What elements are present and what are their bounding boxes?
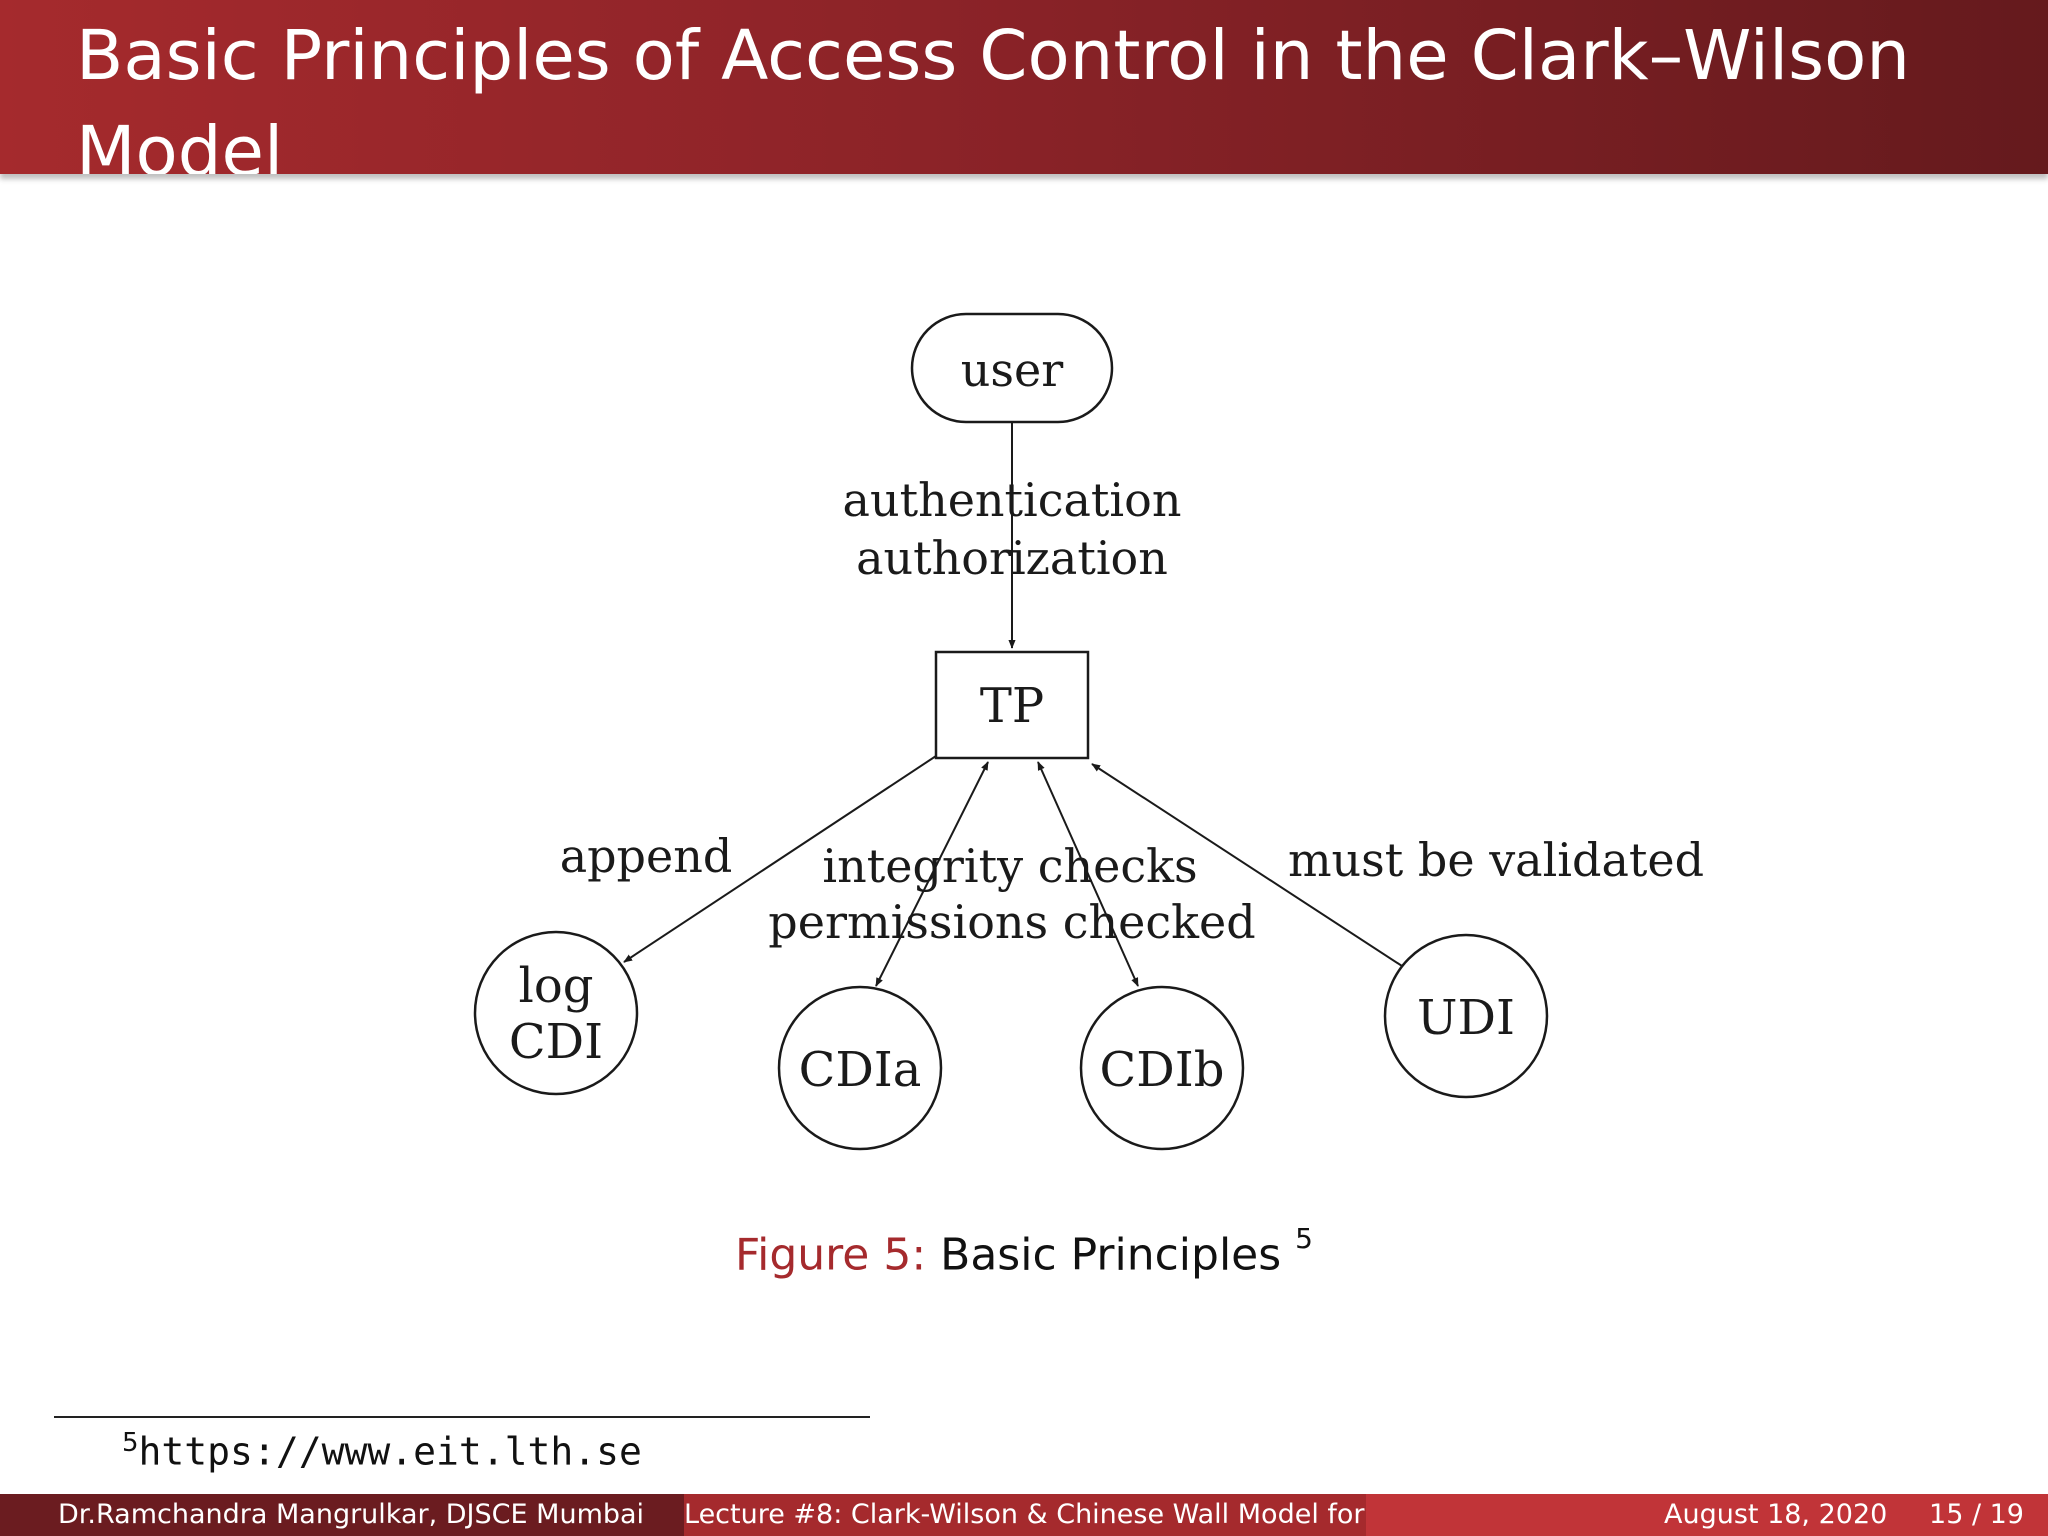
tp-node-label: TP	[980, 678, 1044, 734]
slide-footer: Dr.Ramchandra Mangrulkar, DJSCE Mumbai L…	[0, 1494, 2048, 1536]
footer-date-segment: August 18, 2020 15 / 19	[1366, 1494, 2048, 1536]
log-cdi-node-label-line1: log	[519, 958, 594, 1014]
cdia-node-shape	[777, 985, 943, 1151]
edge-udi-to-tp	[1091, 763, 1403, 967]
slide-title: Basic Principles of Access Control in th…	[76, 16, 1911, 174]
node-cdia: CDIa	[777, 985, 943, 1151]
tp-node-shape	[934, 650, 1090, 760]
node-user: user	[910, 312, 1114, 424]
footnote-rule	[54, 1416, 870, 1418]
cdia-node-label: CDIa	[799, 1042, 922, 1098]
edge-label-authentication: authentication	[843, 473, 1182, 527]
udi-node-shape	[1383, 933, 1549, 1099]
footer-lecture-segment: Lecture #8: Clark-Wilson & Chinese Wall …	[684, 1494, 1366, 1536]
cdib-node-shape	[1079, 985, 1245, 1151]
footer-page-number: 15 / 19	[1929, 1499, 2024, 1530]
figure-caption-label: Figure 5:	[735, 1229, 927, 1281]
udi-node-label: UDI	[1417, 990, 1515, 1046]
node-log-cdi: log CDI	[473, 930, 639, 1096]
figure-caption-ref: 5	[1295, 1222, 1313, 1255]
node-tp: TP	[934, 650, 1090, 760]
footer-author-segment: Dr.Ramchandra Mangrulkar, DJSCE Mumbai	[0, 1494, 684, 1536]
edge-label-must-be-validated: must be validated	[1288, 833, 1704, 887]
user-node-label: user	[961, 343, 1063, 397]
footer-lecture-title: Lecture #8: Clark-Wilson & Chinese Wall …	[684, 1499, 1366, 1530]
edge-label-integrity-checks: integrity checks	[822, 839, 1197, 893]
diagram-edges	[623, 420, 1403, 987]
log-cdi-node-shape	[473, 930, 639, 1096]
slide-title-bar: Basic Principles of Access Control in th…	[0, 0, 2048, 174]
edge-labels: authentication authorization append inte…	[560, 473, 1704, 949]
log-cdi-node-label-line2: CDI	[509, 1014, 603, 1070]
cdib-node-label: CDIb	[1100, 1042, 1225, 1098]
footer-author: Dr.Ramchandra Mangrulkar, DJSCE Mumbai	[58, 1499, 645, 1530]
user-node-shape	[910, 312, 1114, 424]
node-udi: UDI	[1383, 933, 1549, 1099]
footnote-url: https://www.eit.lth.se	[138, 1429, 642, 1474]
footnote-number: 5	[122, 1428, 139, 1458]
edge-label-authorization: authorization	[856, 531, 1168, 585]
figure-caption-text: Basic Principles	[940, 1229, 1282, 1281]
edge-tp-cdib	[1037, 761, 1139, 987]
edge-label-append: append	[560, 829, 733, 883]
footer-date: August 18, 2020	[1664, 1499, 1888, 1530]
node-cdib: CDIb	[1079, 985, 1245, 1151]
edge-label-permissions-checked: permissions checked	[768, 895, 1255, 949]
footnote: 5https://www.eit.lth.se	[122, 1428, 642, 1474]
figure-caption: Figure 5: Basic Principles 5	[0, 1222, 2048, 1281]
edge-tp-cdia	[875, 761, 989, 987]
